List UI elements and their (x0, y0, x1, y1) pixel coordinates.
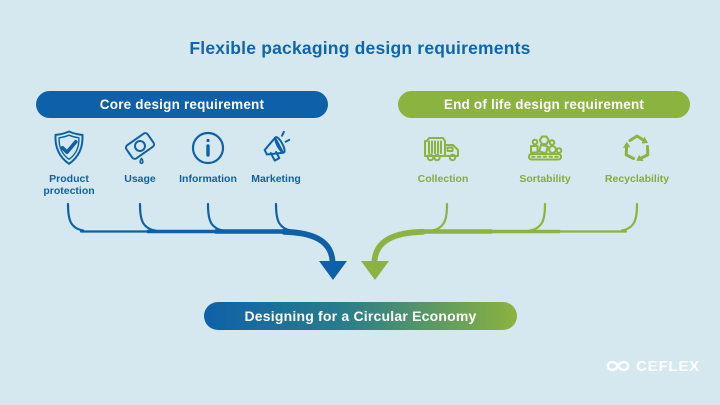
item-label: Product protection (43, 173, 95, 198)
logo-wordmark: CEFLEX (636, 357, 700, 375)
megaphone-icon (263, 130, 291, 162)
eol-item-sortability: Sortability (503, 128, 587, 185)
recycle-icon (622, 134, 650, 161)
core-arrowhead (319, 261, 347, 280)
item-label: Information (179, 173, 237, 185)
core-design-header-pill: Core design requirement (36, 91, 328, 118)
circular-economy-pill: Designing for a Circular Economy (204, 302, 517, 330)
item-label: Usage (124, 173, 156, 185)
ceflex-logo: CEFLEX (603, 356, 700, 376)
info-icon (191, 131, 225, 165)
item-label: Collection (417, 173, 469, 185)
eol-connector-lines (371, 202, 639, 264)
core-item-information: Information (172, 128, 244, 185)
eol-item-collection: Collection (401, 128, 485, 185)
item-label: Recyclability (604, 173, 670, 185)
item-label: Marketing (251, 173, 301, 185)
eol-arrowhead (361, 261, 389, 280)
core-item-usage: Usage (104, 128, 176, 185)
infinity-icon (606, 360, 630, 372)
conveyor-sorting-icon (528, 135, 563, 161)
shield-check-icon (54, 130, 84, 165)
page-title: Flexible packaging design requirements (189, 38, 531, 58)
eol-design-header-pill: End of life design requirement (398, 91, 690, 118)
item-label: Sortability (519, 173, 571, 185)
garbage-truck-icon (424, 137, 459, 162)
core-item-marketing: Marketing (240, 128, 312, 185)
eol-item-recyclability: Recyclability (595, 128, 679, 185)
pouch-icon (124, 132, 156, 165)
core-item-product-protection: Product protection (33, 128, 105, 198)
core-connector-lines (66, 202, 336, 264)
